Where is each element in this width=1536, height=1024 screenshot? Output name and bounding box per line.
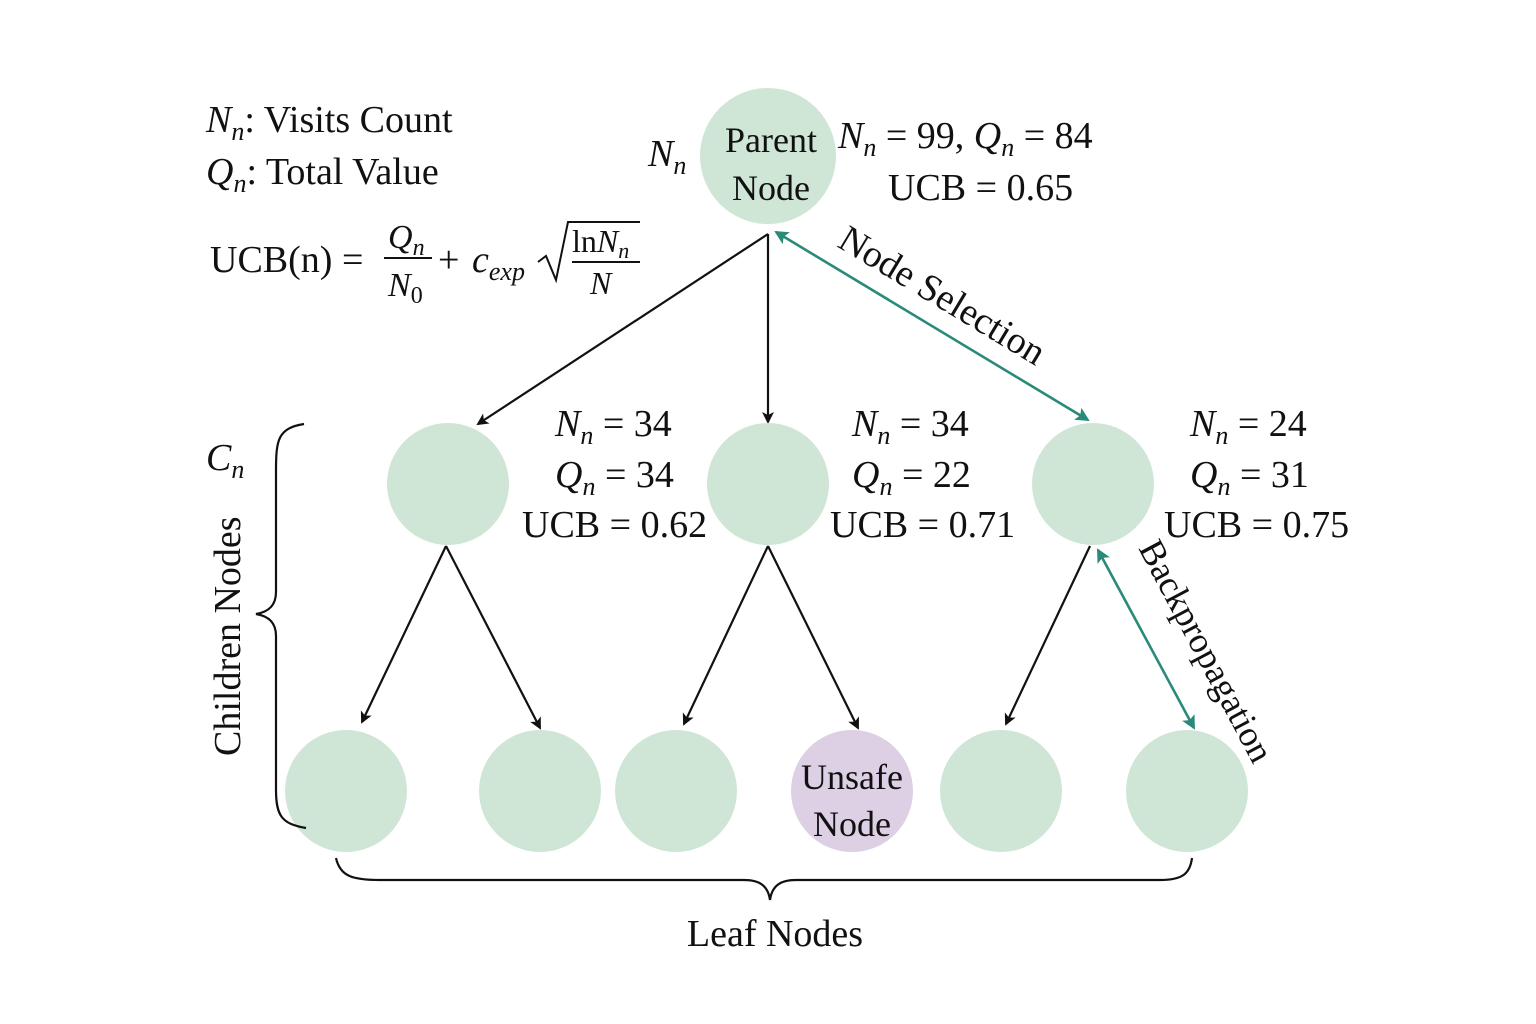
parent-stats-ucb: UCB = 0.65 — [888, 167, 1073, 209]
parent-node — [700, 88, 836, 224]
child-1-ucb: UCB = 0.62 — [522, 504, 707, 546]
unsafe-node-label-line2: Node — [813, 804, 891, 844]
edge-child2-leaf4 — [767, 545, 859, 730]
formula-numerator: Qn — [388, 219, 425, 261]
child-2-visits: Nn = 34 — [851, 403, 969, 450]
formula-sqrt-numerator: lnNn — [572, 223, 629, 263]
leaf-node-1 — [285, 730, 407, 852]
parent-node-label-line2: Node — [732, 168, 810, 208]
tree-edges — [360, 233, 1091, 730]
formula-denominator: N0 — [387, 267, 423, 309]
children-nodes-brace — [255, 422, 307, 830]
parent-node-label-line1: Parent — [725, 120, 817, 160]
children-set-symbol: Cn — [206, 437, 244, 484]
node-selection-arrow — [774, 230, 1090, 422]
leaf-nodes-label: Leaf Nodes — [687, 913, 863, 955]
edge-child1-leaf1 — [360, 545, 447, 724]
leaf-node-3 — [615, 730, 737, 852]
formula-c-exp: cexp — [472, 239, 525, 286]
child-2-value: Qn = 22 — [852, 454, 971, 501]
leaf-nodes-brace — [334, 857, 1194, 901]
leaf-node-2 — [479, 730, 601, 852]
child-1-value: Qn = 34 — [555, 454, 674, 501]
child-2-stats: Nn = 34 Qn = 22 UCB = 0.71 — [830, 403, 1015, 546]
child-3-ucb: UCB = 0.75 — [1164, 504, 1349, 546]
edge-child2-leaf3 — [682, 545, 769, 726]
child-node-2 — [707, 423, 829, 545]
child-1-visits: Nn = 34 — [554, 403, 672, 450]
legend-total-value: Qn: Total Value — [206, 151, 439, 198]
leaf-node-6 — [1126, 730, 1248, 852]
edge-child3-leaf5 — [1004, 545, 1091, 726]
node-selection-label: Node Selection — [831, 218, 1053, 374]
edge-parent-child1 — [476, 233, 769, 426]
legend-visits-count: Nn: Visits Count — [205, 99, 453, 146]
parent-stats-line1: Nn = 99, Qn = 84 — [837, 115, 1093, 162]
child-1-stats: Nn = 34 Qn = 34 UCB = 0.62 — [522, 403, 707, 546]
leaf-nodes — [285, 730, 1248, 852]
child-2-ucb: UCB = 0.71 — [830, 504, 1015, 546]
formula-sqrt-denominator: N — [589, 265, 613, 301]
child-3-visits: Nn = 24 — [1189, 403, 1307, 450]
children-nodes — [387, 423, 1154, 545]
child-3-stats: Nn = 24 Qn = 31 UCB = 0.75 — [1164, 403, 1349, 546]
edge-child1-leaf2 — [445, 545, 541, 730]
formula-plus: + — [438, 239, 459, 281]
unsafe-node — [791, 730, 913, 852]
backpropagation-arrow — [1096, 548, 1196, 730]
legend: Nn: Visits Count Qn: Total Value — [205, 99, 453, 198]
children-nodes-label: Children Nodes — [207, 516, 249, 756]
child-3-value: Qn = 31 — [1190, 454, 1309, 501]
parent-side-label: Nn — [647, 133, 686, 180]
sqrt-symbol — [537, 221, 640, 284]
child-node-1 — [387, 423, 509, 545]
child-node-3 — [1032, 423, 1154, 545]
leaf-node-5 — [940, 730, 1062, 852]
unsafe-node-label-line1: Unsafe — [801, 757, 903, 797]
ucb-formula: UCB(n) = Qn N0 + cexp lnNn N — [210, 219, 640, 309]
formula-lhs: UCB(n) = — [210, 239, 363, 281]
